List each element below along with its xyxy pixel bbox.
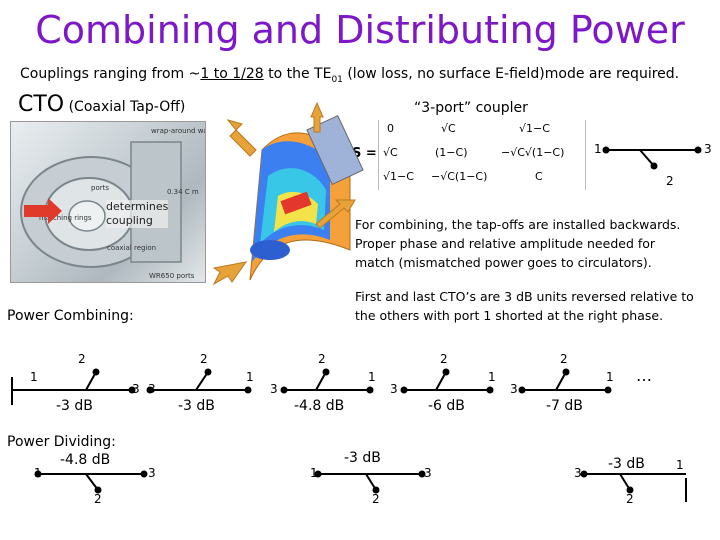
comb-u1-port-1: 1	[30, 370, 38, 384]
arrow-bottom	[212, 261, 248, 286]
dividing-nodes	[34, 470, 634, 494]
comb-u4-port-2: 2	[440, 352, 448, 366]
comb-u5-port-1: 1	[606, 370, 614, 384]
subtitle: Couplings ranging from ~1 to 1/28 to the…	[20, 66, 679, 85]
comb-u3-port-2: 2	[318, 352, 326, 366]
comb-u5-port-3: 3	[510, 382, 518, 396]
comb-u1-port-3: 3	[132, 382, 140, 396]
coupler-title: “3-port” coupler	[414, 100, 528, 116]
subtitle-pre: Couplings ranging from ~	[20, 66, 201, 82]
comb-u5-db: -7 dB	[546, 398, 583, 414]
m22: C	[535, 170, 543, 183]
chain-ellipsis: …	[636, 366, 652, 385]
coupler-port-3-node	[694, 146, 702, 154]
cto-heading: CTO (Coaxial Tap-Off)	[18, 92, 185, 117]
div-u3-port-2: 2	[626, 492, 634, 506]
m00: 0	[387, 122, 394, 135]
div-u1-port-1: 1	[34, 466, 42, 480]
arrow-diag-topleft	[226, 119, 257, 157]
s-matrix: 0 √C √1−C √C (1−C) −√C√(1−C) √1−C −√C(1−…	[378, 120, 586, 190]
div-u3-port-3: 3	[574, 466, 582, 480]
subtitle-sub: 01	[331, 74, 343, 85]
div-u2-port-1: 1	[310, 466, 318, 480]
label-matching: matching rings	[39, 214, 92, 222]
coupler-port-3-label: 3	[704, 142, 712, 156]
para-first-last: First and last CTO’s are 3 dB units reve…	[355, 287, 694, 325]
div-u2-port-3: 3	[424, 466, 432, 480]
coupler-3d-model	[249, 114, 364, 281]
subtitle-range: 1 to 1/28	[200, 66, 264, 82]
arrow-up	[310, 101, 324, 133]
m11: (1−C)	[435, 146, 468, 159]
comb-u4-port-3: 3	[390, 382, 398, 396]
comb-u4-db: -6 dB	[428, 398, 465, 414]
comb-u2-port-3: 3	[148, 382, 156, 396]
comb-u4-port-1: 1	[488, 370, 496, 384]
div-u1-port-2: 2	[94, 492, 102, 506]
combining-nodes	[92, 368, 612, 394]
div-u3-db: -3 dB	[608, 456, 645, 472]
power-combining-label: Power Combining:	[7, 308, 134, 324]
comb-u3-port-3: 3	[270, 382, 278, 396]
subtitle-mid: to the TE	[263, 66, 332, 82]
div-u2-db: -3 dB	[344, 450, 381, 466]
determines-coupling-label: determines coupling	[106, 200, 169, 228]
comb-u2-db: -3 dB	[178, 398, 215, 414]
combining-chain	[11, 371, 608, 405]
cto-abbrev: CTO	[18, 92, 65, 117]
matrix-lhs: S =	[352, 146, 377, 161]
m10: √C	[383, 146, 398, 159]
div-u1-port-3: 3	[148, 466, 156, 480]
para-combining-line-3: match (mismatched power goes to circulat…	[355, 255, 652, 270]
para-combining-line-2: Proper phase and relative amplitude need…	[355, 236, 656, 251]
comb-u3-db: -4.8 dB	[294, 398, 345, 414]
m12: −√C√(1−C)	[501, 146, 565, 159]
label-ports: ports	[91, 184, 109, 192]
label-coaxial: coaxial region	[107, 244, 157, 252]
comb-u2-port-1: 1	[246, 370, 254, 384]
comb-u2-port-2: 2	[200, 352, 208, 366]
div-u1-db: -4.8 dB	[60, 452, 111, 468]
power-dividing-label: Power Dividing:	[7, 434, 116, 450]
subtitle-post: (low loss, no surface E-field)mode are r…	[342, 66, 680, 82]
para-combining: For combining, the tap-offs are installe…	[355, 215, 680, 272]
determines-line-1: determines	[106, 200, 169, 213]
coupler-port-2-node	[650, 162, 658, 170]
cto-full: (Coaxial Tap-Off)	[64, 99, 186, 115]
label-wr: WR650 ports	[149, 272, 195, 280]
m01: √C	[441, 122, 456, 135]
m20: √1−C	[383, 170, 414, 183]
div-u2-port-2: 2	[372, 492, 380, 506]
comb-u3-port-1: 1	[368, 370, 376, 384]
coupler-port-1-node	[602, 146, 610, 154]
m21: −√C(1−C)	[431, 170, 488, 183]
slide-title: Combining and Distributing Power	[35, 8, 685, 52]
dividing-chain	[38, 473, 687, 502]
arrow-red	[24, 198, 62, 224]
para-first-last-line-1: First and last CTO’s are 3 dB units reve…	[355, 289, 694, 304]
comb-u5-port-2: 2	[560, 352, 568, 366]
coupler-port-1-label: 1	[594, 142, 602, 156]
para-combining-line-1: For combining, the tap-offs are installe…	[355, 217, 681, 232]
div-u3-port-1: 1	[676, 458, 684, 472]
arrow-right	[315, 199, 356, 229]
coupler-port-2-label: 2	[666, 174, 674, 188]
comb-u1-port-2: 2	[78, 352, 86, 366]
m02: √1−C	[519, 122, 550, 135]
para-first-last-line-2: the others with port 1 shorted at the ri…	[355, 308, 664, 323]
coupler-schematic	[606, 149, 698, 167]
determines-line-2: coupling	[106, 214, 153, 227]
label-wrap: wrap-around waveguide	[151, 127, 205, 135]
comb-u1-db: -3 dB	[56, 398, 93, 414]
label-dim: 0.34 C m	[167, 188, 199, 196]
